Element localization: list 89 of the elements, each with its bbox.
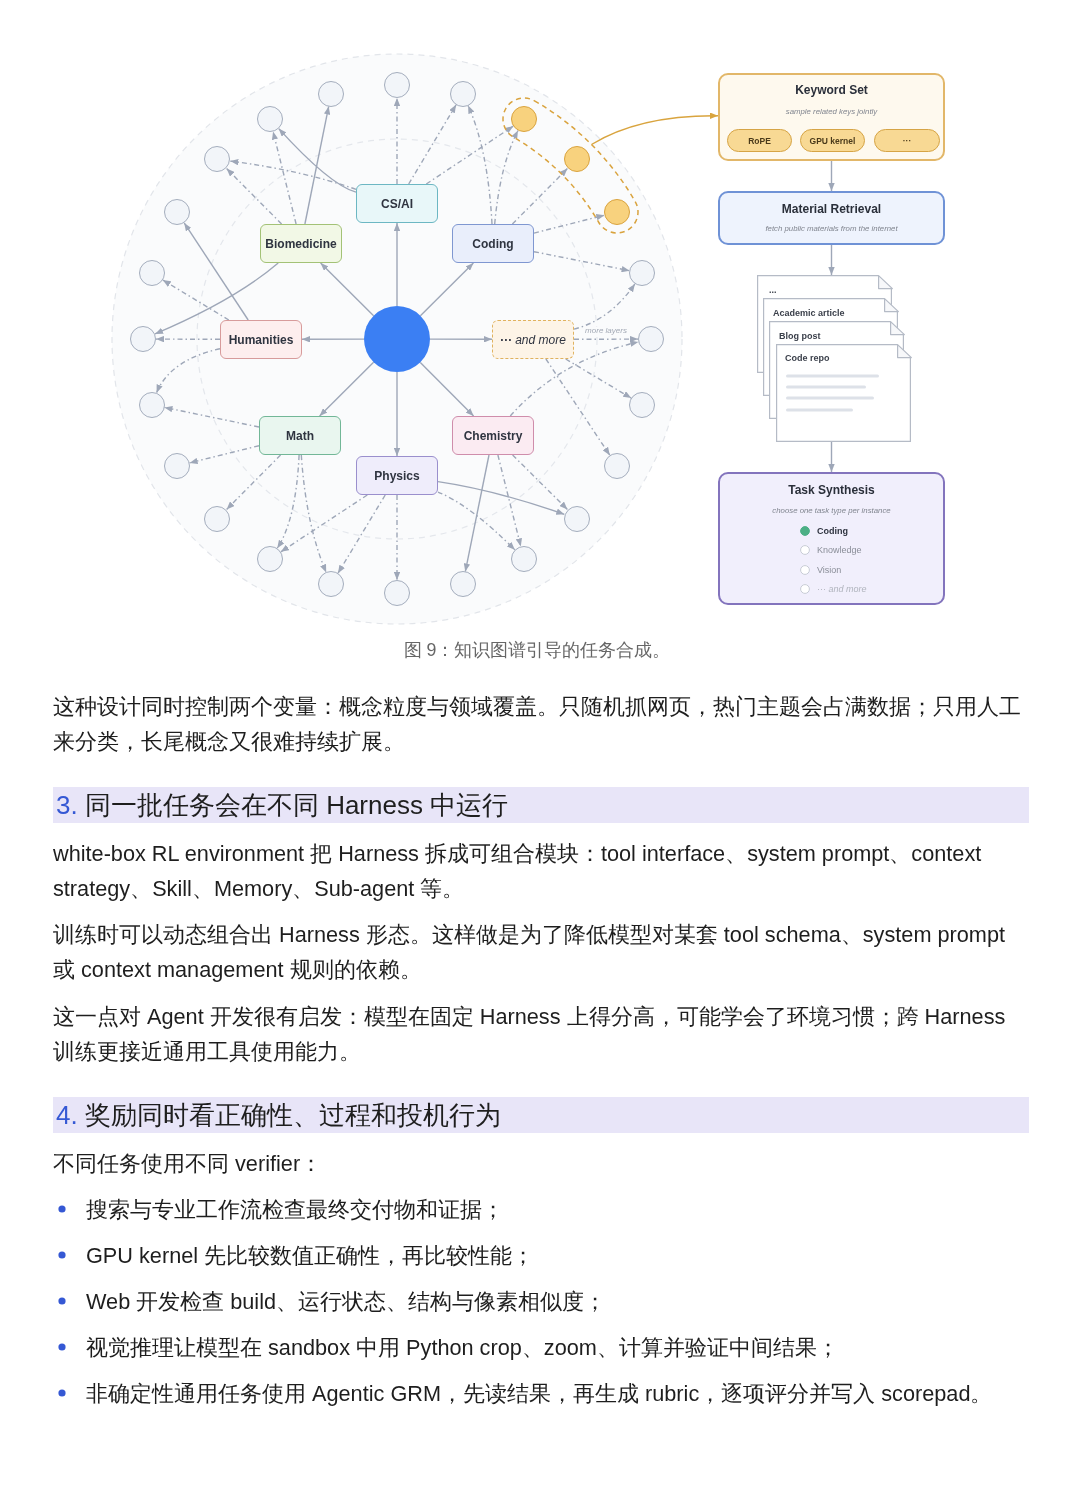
domain-box: Coding [452, 224, 534, 263]
dashed-arrow [533, 251, 631, 273]
dashed-arrow [511, 167, 569, 225]
domain-box: Math [259, 416, 341, 455]
arrow [319, 262, 375, 317]
dashed-arrow [573, 283, 636, 330]
arrow [590, 112, 719, 146]
arrow [463, 454, 490, 573]
dashed-arrow [545, 358, 611, 456]
stage-panel [718, 472, 945, 605]
domain-box: Chemistry [452, 416, 534, 455]
document-title: Code repo [785, 352, 830, 364]
arrow [304, 105, 331, 225]
dashed-arrow [300, 454, 327, 574]
dashed-arrow [271, 130, 297, 225]
arrow [278, 127, 357, 193]
panel-title: Material Retrieval [781, 203, 882, 217]
section-heading: 4. 奖励同时看正确性、过程和投机行为 [53, 1097, 1029, 1133]
arrow [429, 336, 493, 343]
paragraph: 这种设计同时控制两个变量：概念粒度与领域覆盖。只随机抓网页，热门主题会占满数据；只用人工来分类，长尾概念又很难持续扩展。 [53, 692, 1022, 756]
panel-title: Keyword Set [795, 84, 868, 98]
dashed-arrow [511, 454, 569, 511]
keyword-tag: RoPE [727, 129, 792, 152]
domain-box: Humanities [220, 320, 302, 359]
dashed-arrow [408, 104, 457, 185]
arrow [301, 336, 365, 343]
dashed-arrow [280, 494, 368, 553]
dashed-arrow [497, 454, 522, 548]
dashed-arrow [533, 214, 606, 234]
list-item-text: Web 开发检查 build、运行状态、结构与像素相似度； [86, 1287, 607, 1316]
dashed-arrow [276, 454, 300, 549]
dashed-arrow [573, 335, 639, 343]
selection-outline [501, 96, 640, 235]
domain-box: Physics [356, 456, 438, 495]
dashed-arrow [225, 167, 283, 225]
option-label: Knowledge [817, 544, 862, 556]
document-card [776, 344, 911, 442]
dashed-arrow [229, 159, 357, 190]
arrow [318, 361, 375, 417]
dashed-arrow [467, 104, 493, 225]
arrow [419, 361, 475, 417]
dashed-arrow [565, 358, 632, 399]
dashed-arrow [393, 97, 401, 185]
document-title: Blog post [779, 330, 821, 342]
arrow [393, 371, 401, 457]
paragraph: 这一点对 Agent 开发很有启发：模型在固定 Harness 上得分高，可能学会了环境习惯；跨 Harness 训练更接近通用工具使用能力。 [53, 1002, 1007, 1066]
arrow [183, 222, 249, 321]
option-label: ··· and more [817, 583, 867, 595]
stage-panel [718, 73, 945, 161]
document-title: Academic article [773, 307, 845, 319]
option-label: Coding [817, 525, 848, 537]
paragraph: 训练时可以动态组合出 Harness 形态。这样做是为了降低模型对某套 tool schema、system prompt 或 context management 规则的依赖。 [53, 920, 1006, 984]
dashed-arrow [425, 125, 514, 185]
list-item-text: 非确定性通用任务使用 Agentic GRM，先读结果，再生成 rubric，逐项评分并写入 scorepad。 [86, 1379, 993, 1408]
stage-panel [718, 191, 945, 245]
arrow [393, 222, 401, 307]
arrow [828, 244, 835, 276]
dashed-arrow [437, 491, 516, 551]
arrow [828, 160, 835, 192]
option-label: Vision [817, 564, 842, 576]
domain-box: Biomedicine [260, 224, 342, 263]
paragraph: 不同任务使用不同 verifier： [53, 1149, 323, 1178]
dashed-arrow [393, 494, 401, 581]
dashed-arrow [494, 129, 519, 225]
figure-caption: 图 9：知识图谱引导的任务合成。 [403, 640, 671, 662]
list-item-text: 搜索与专业工作流检查最终交付物和证据； [86, 1195, 504, 1224]
dashed-arrow [163, 405, 260, 428]
dashed-arrow [188, 445, 260, 465]
more-domains-box: ··· and more [492, 320, 574, 359]
section-heading: 3. 同一批任务会在不同 Harness 中运行 [53, 787, 1029, 823]
keyword-tag: GPU kernel [800, 129, 865, 152]
dashed-arrow [509, 340, 639, 417]
dashed-arrow [162, 279, 230, 321]
arrow [437, 480, 565, 515]
arrow [154, 262, 279, 335]
list-item-text: GPU kernel 先比较数值正确性，再比较性能； [86, 1241, 535, 1270]
arrow [419, 262, 475, 317]
paragraph: white-box RL environment 把 Harness 拆成可组合模块：tool interface、system prompt、context strategy、Skill、Memory、Sub-agent 等。 [53, 839, 983, 903]
panel-title: Task Synthesis [788, 484, 875, 498]
dashed-arrow [225, 454, 282, 511]
domain-box: CS/AI [356, 184, 438, 223]
list-item-text: 视觉推理让模型在 sandbox 中用 Python crop、zoom、计算并验证中间结果； [86, 1333, 839, 1362]
dashed-arrow [155, 335, 221, 343]
document-title: ... [769, 284, 777, 296]
keyword-tag: ··· [874, 129, 940, 152]
dashed-arrow [155, 348, 221, 394]
arrow [828, 441, 835, 473]
edge-label: more layers [584, 326, 628, 336]
dashed-arrow [337, 494, 386, 574]
